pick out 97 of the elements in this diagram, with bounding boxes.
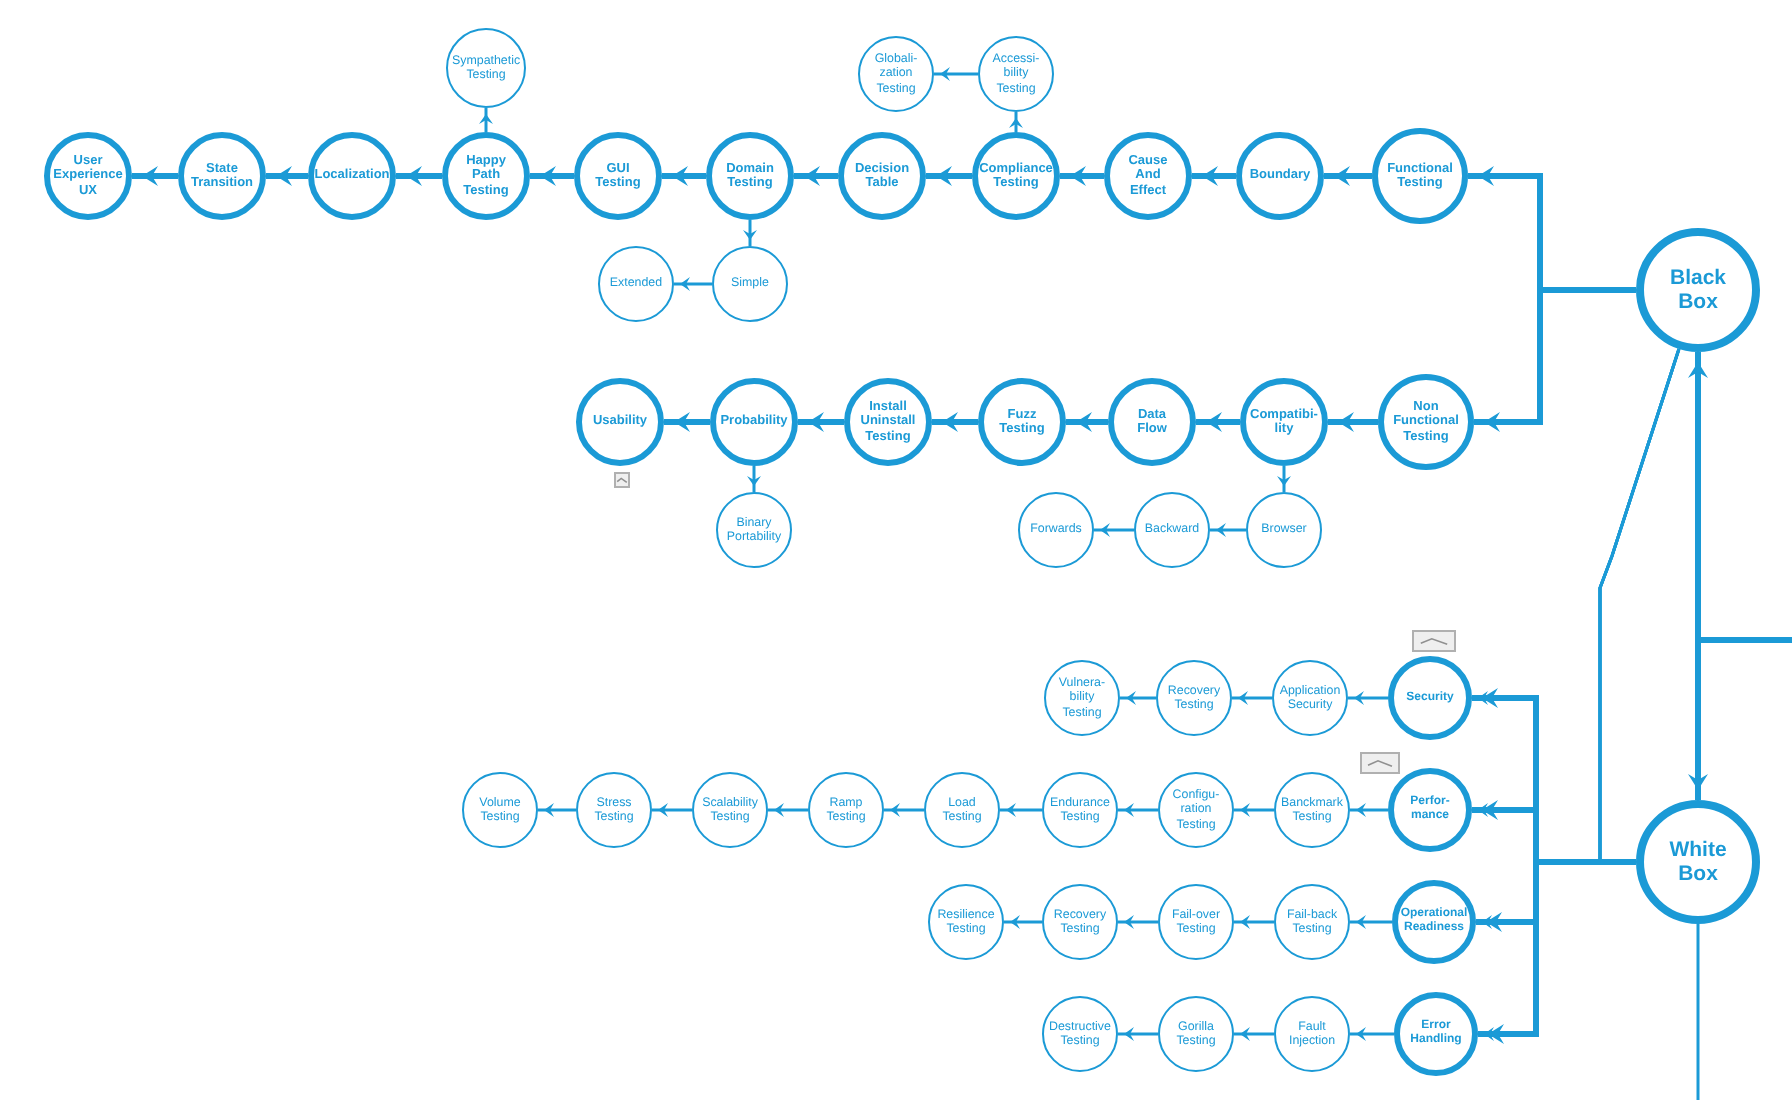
testing-type-circle [574,132,662,220]
node-label: Black Box [1667,265,1729,315]
arrow [1234,915,1274,929]
arrow [926,166,972,186]
testing-type-circle [1388,768,1472,852]
arrow [538,803,576,817]
arrow [1474,287,1636,432]
testing-type-circle [924,772,1000,848]
testing-type-circle [446,28,526,108]
testing-type-circle [838,132,926,220]
testing-type-circle [1240,378,1328,466]
arrow [662,166,706,186]
testing-type-circle [1158,996,1234,1072]
testing-type-circle [442,132,530,220]
testing-type-circle [1156,660,1232,736]
testing-type-circle [692,772,768,848]
arrow [934,67,978,81]
testing-type-circle [808,772,884,848]
testing-type-circle [1104,132,1192,220]
arrow [798,412,844,432]
arrow [479,108,493,132]
arrow [1094,523,1134,537]
testing-type-circle [462,772,538,848]
testing-type-circle [576,378,664,466]
arrow [1232,691,1272,705]
arrow [1234,803,1274,817]
arrow [1328,412,1378,432]
testing-type-circle [1272,660,1348,736]
arrow [1277,466,1291,492]
testing-type-circle [716,492,792,568]
testing-type-circle [1372,128,1468,224]
arrow [1120,691,1156,705]
arrow [1009,112,1023,132]
arrow [1004,915,1042,929]
testing-type-circle [1044,660,1120,736]
testing-type-circle [1158,884,1234,960]
arrow [1066,412,1108,432]
testing-type-circle [706,132,794,220]
testing-type-circle [1274,884,1350,960]
arrow [1118,915,1158,929]
arrow [674,277,712,291]
arrow [1000,803,1042,817]
node-label: White Box [1667,837,1729,887]
testing-type-circle [1042,772,1118,848]
arrow [132,166,178,186]
arrow [1192,166,1236,186]
arrow [1234,1027,1274,1041]
testing-type-circle [1042,996,1118,1072]
testing-type-circle [1236,132,1324,220]
arrow [768,803,808,817]
arrow [1060,166,1104,186]
testing-type-circle [710,378,798,466]
arrow [396,166,442,186]
testing-type-circle [308,132,396,220]
arrow [1118,803,1158,817]
arrow [884,803,924,817]
arrow [530,166,574,186]
testing-type-circle [1042,884,1118,960]
arrow [1350,1027,1394,1041]
testing-type-circle [858,36,934,112]
arrow [932,412,978,432]
testing-type-circle [1108,378,1196,466]
testing-type-circle [978,36,1054,112]
arrow [1350,915,1392,929]
connector-line [1696,924,1700,1100]
testing-type-circle [44,132,132,220]
arrow [664,412,710,432]
testing-type-circle [1394,992,1478,1076]
arrow [743,220,757,246]
arrow [1348,691,1388,705]
arrow [652,803,692,817]
testing-type-circle [1378,374,1474,470]
arrow [266,166,308,186]
arrow [1210,523,1246,537]
testing-type-circle [178,132,266,220]
testing-type-circle [1388,656,1472,740]
testing-type-circle [1246,492,1322,568]
testing-type-circle [1392,880,1476,964]
testing-type-circle [1274,996,1350,1072]
testing-type-circle [972,132,1060,220]
arrow [1350,803,1388,817]
testing-type-circle [1134,492,1210,568]
testing-type-circle [978,378,1066,466]
testing-type-circle [576,772,652,848]
arrow [1196,412,1240,432]
arrow [1324,166,1372,186]
testing-type-circle [1274,772,1350,848]
arrow [794,166,838,186]
testing-type-circle [844,378,932,466]
arrow [1688,637,1792,800]
testing-type-circle [928,884,1004,960]
arrow [1118,1027,1158,1041]
testing-type-circle [598,246,674,322]
testing-type-circle [1158,772,1234,848]
arrow [747,466,761,492]
testing-type-circle [1018,492,1094,568]
testing-type-circle [712,246,788,322]
